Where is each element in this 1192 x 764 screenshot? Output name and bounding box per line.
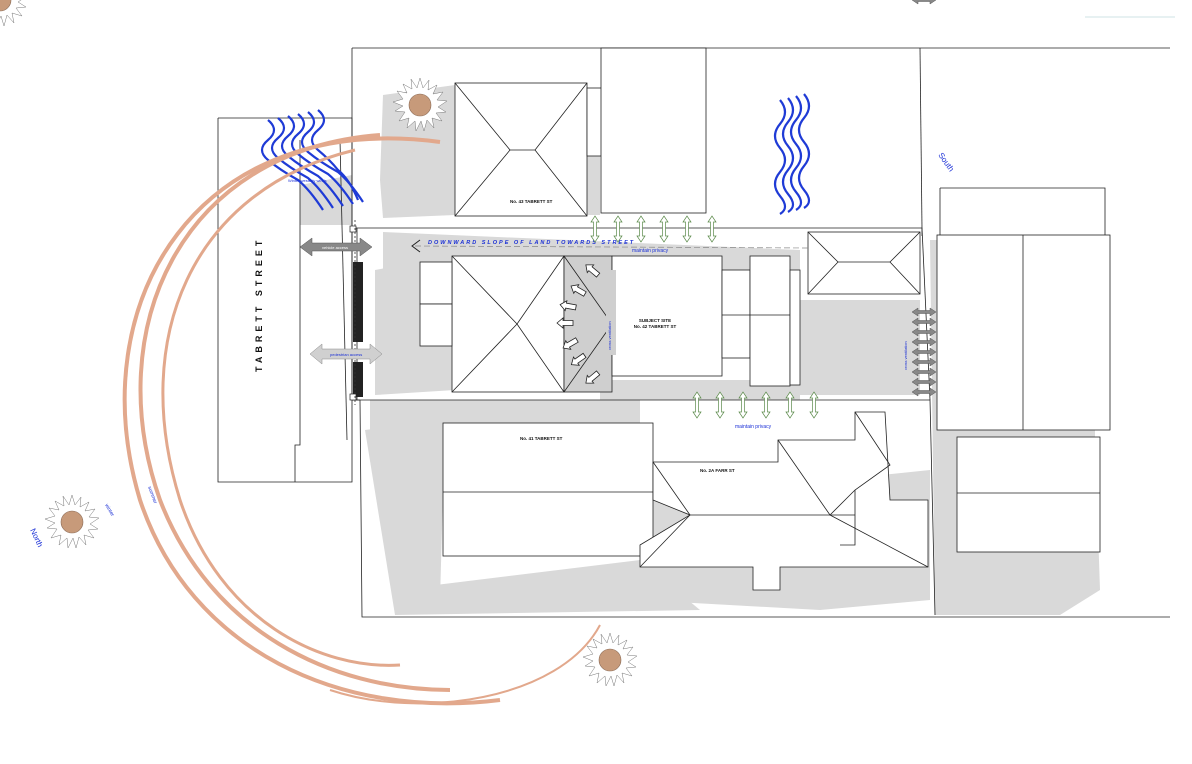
label-cross-inner: cross ventilation — [607, 321, 612, 350]
vehicle-access-arrow: vehicle access — [299, 237, 373, 257]
label-winter: winter — [103, 503, 115, 518]
label-subject-1: SUBJECT SITE — [639, 318, 671, 323]
label-street: TABRETT STREET — [254, 237, 264, 372]
label-north: North — [28, 527, 44, 549]
building-no2a: No. 2A FARR ST — [639, 411, 929, 591]
boundaries — [217, 47, 1170, 618]
wind-icon-2 — [773, 93, 811, 215]
fence-elements — [349, 220, 363, 405]
label-cross: cross ventilation — [903, 341, 908, 370]
privacy-arrows-bottom: maintain privacy — [692, 391, 819, 430]
privacy-arrows-top: maintain privacy — [0, 0, 717, 254]
building-no43: No. 43 TABRETT ST — [454, 47, 707, 217]
cross-ventilation-arrows: cross ventilation — [903, 0, 937, 397]
sun-icon-summer — [44, 494, 100, 549]
slope-indicator: DOWNWARD SLOPE OF LAND TOWARDS STREET — [411, 239, 809, 253]
sun-icon — [0, 0, 27, 27]
building-east — [936, 234, 1111, 553]
label-privacy-bottom: maintain privacy — [735, 424, 772, 430]
sun-path-arcs: winter summer — [103, 133, 601, 706]
building-garage — [807, 231, 921, 295]
label-no2a: No. 2A FARR ST — [700, 468, 735, 473]
building-subject: SUBJECT SITE No. 42 TABRETT ST — [419, 255, 801, 393]
label-no41: No. 41 TABRETT ST — [520, 436, 563, 441]
label-subject-2: No. 42 TABRETT ST — [634, 324, 677, 329]
label-summer: summer — [146, 486, 158, 505]
pedestrian-access-arrow: pedestrian access — [309, 343, 383, 365]
label-south: South — [936, 151, 955, 173]
label-wind: Winter westerly winds — [288, 178, 327, 183]
label-pedestrian: pedestrian access — [330, 352, 362, 357]
label-privacy-top: maintain privacy — [632, 248, 669, 254]
label-slope: DOWNWARD SLOPE OF LAND TOWARDS STREET — [428, 240, 635, 246]
label-no43: No. 43 TABRETT ST — [510, 199, 553, 204]
sun-icon-midday — [582, 632, 638, 687]
building-no41: No. 41 TABRETT ST — [442, 422, 654, 557]
label-vehicle: vehicle access — [322, 245, 348, 250]
